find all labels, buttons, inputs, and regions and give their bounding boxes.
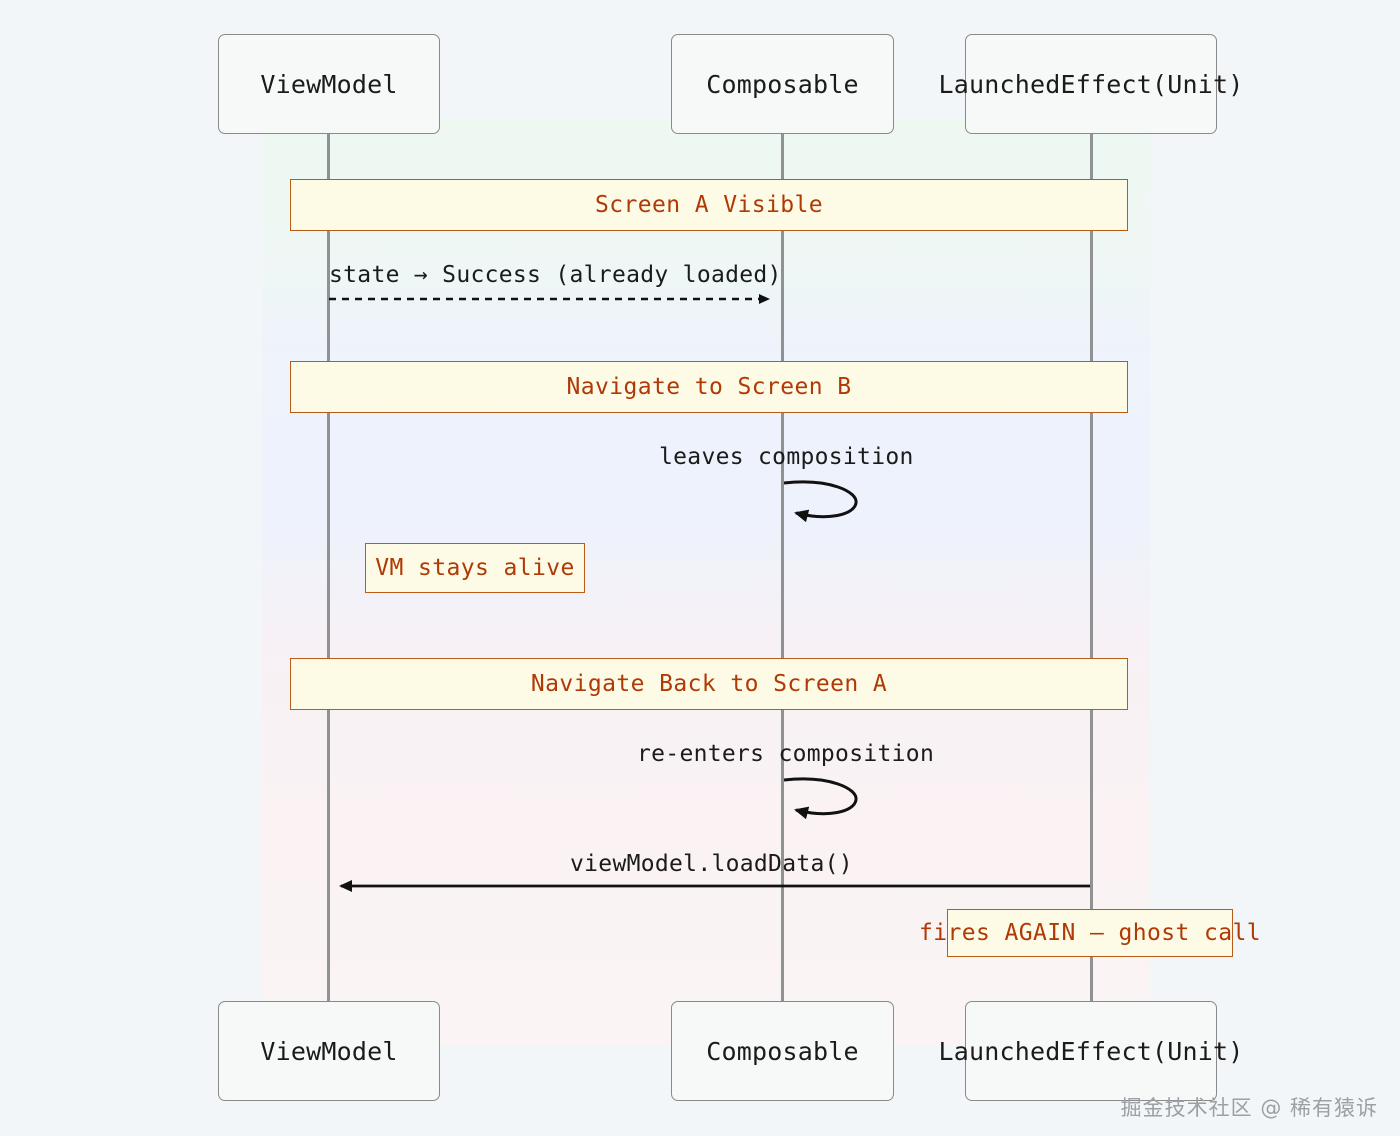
participant-label: LaunchedEffect(Unit)	[938, 1036, 1244, 1066]
participant-label: ViewModel	[260, 1036, 398, 1066]
message-label-re-enters-composition: re-enters composition	[637, 741, 935, 767]
participant-launchedeffect-bottom[interactable]: LaunchedEffect(Unit)	[938, 1001, 1243, 1101]
note-label: VM stays alive	[375, 555, 575, 581]
note-navigate-to-screen-b: Navigate to Screen B	[290, 361, 1128, 413]
lifeline-launchedeffect	[1090, 131, 1093, 1003]
note-ghost-call: fires AGAIN — ghost call	[919, 909, 1261, 957]
message-label-load-data: viewModel.loadData()	[570, 851, 853, 877]
participant-viewmodel-bottom[interactable]: ViewModel	[218, 1001, 440, 1101]
note-label: fires AGAIN — ghost call	[919, 920, 1261, 946]
lifeline-composable	[781, 131, 784, 1003]
participant-label: ViewModel	[260, 69, 398, 99]
note-vm-stays-alive: VM stays alive	[365, 543, 585, 593]
note-label: Screen A Visible	[595, 192, 823, 218]
participant-composable-bottom[interactable]: Composable	[671, 1001, 894, 1101]
lifeline-viewmodel	[327, 131, 330, 1003]
participant-composable-top[interactable]: Composable	[671, 34, 894, 134]
note-screen-a-visible: Screen A Visible	[290, 179, 1128, 231]
participant-label: Composable	[706, 1036, 859, 1066]
note-navigate-back-to-screen-a: Navigate Back to Screen A	[290, 658, 1128, 710]
note-label: Navigate Back to Screen A	[530, 671, 888, 697]
participant-viewmodel-top[interactable]: ViewModel	[218, 34, 440, 134]
message-label-leaves-composition: leaves composition	[659, 444, 914, 470]
participant-label: LaunchedEffect(Unit)	[938, 69, 1244, 99]
message-label-state-success: state → Success (already loaded)	[329, 262, 782, 288]
watermark: 掘金技术社区 @ 稀有猿诉	[1120, 1096, 1378, 1120]
arrow-re-enters-composition	[783, 777, 858, 820]
participant-launchedeffect-top[interactable]: LaunchedEffect(Unit)	[938, 34, 1243, 134]
arrow-leaves-composition	[783, 480, 858, 523]
band-green	[262, 120, 1150, 350]
note-label: Navigate to Screen B	[566, 374, 852, 400]
participant-label: Composable	[706, 69, 859, 99]
